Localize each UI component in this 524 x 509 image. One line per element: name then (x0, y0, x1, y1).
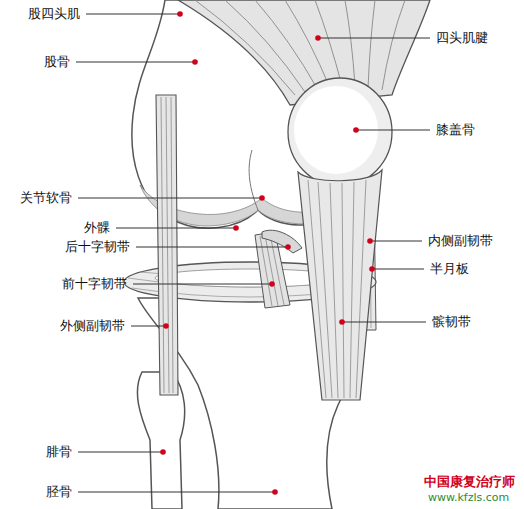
patellar-ligament (298, 170, 382, 400)
leader-dot (315, 35, 321, 41)
part-label: 关节软骨 (20, 190, 72, 206)
leader-line (356, 130, 430, 131)
ligament-fibers (161, 97, 173, 393)
leader-dot (163, 323, 169, 329)
leader-dot (269, 281, 275, 287)
quadriceps-muscle (178, 0, 430, 105)
watermark-text: 中国康复治疗师 (424, 474, 515, 490)
muscle-fibers (195, 0, 405, 95)
leader-dot (233, 225, 239, 231)
part-label: 外髁 (84, 220, 110, 236)
leader-dot (160, 449, 166, 455)
part-label: 髌韧带 (432, 314, 471, 330)
leader-dot (339, 319, 345, 325)
leader-line (86, 14, 180, 15)
leader-dot (272, 489, 278, 495)
leader-line (370, 241, 422, 242)
leader-dot (353, 127, 359, 133)
leader-dot (369, 266, 375, 272)
part-label: 四头肌腱 (436, 30, 488, 46)
leader-dot (192, 59, 198, 65)
condyle-notch (249, 150, 258, 210)
leader-line (318, 38, 430, 39)
part-label: 外侧副韧带 (60, 318, 125, 334)
leader-dot (259, 195, 265, 201)
part-label: 半月板 (430, 261, 469, 277)
leader-line (133, 284, 272, 285)
leader-line (78, 198, 262, 199)
part-label: 前十字韧带 (62, 276, 127, 292)
leader-line (136, 247, 288, 248)
leader-line (131, 326, 166, 327)
leader-dot (177, 11, 183, 17)
part-label: 内侧副韧带 (428, 233, 493, 249)
ligament-fibers (308, 180, 366, 398)
part-label: 股骨 (44, 54, 70, 70)
part-label: 胫骨 (46, 484, 72, 500)
patella-bone (288, 78, 392, 186)
posterior-cruciate-ligament (262, 230, 302, 253)
leader-dot (285, 244, 291, 250)
leader-line (342, 322, 426, 323)
part-label: 膝盖骨 (436, 122, 475, 138)
leader-line (76, 62, 195, 63)
leader-dot (367, 238, 373, 244)
watermark-url: www.kfzls.com (428, 490, 509, 506)
part-label: 后十字韧带 (65, 239, 130, 255)
leader-dots (160, 11, 375, 495)
leader-line (78, 492, 275, 493)
part-label: 股四头肌 (28, 6, 80, 22)
leader-line (116, 228, 236, 229)
part-label: 腓骨 (46, 444, 72, 460)
leader-line (78, 452, 163, 453)
lateral-collateral-ligament (156, 95, 178, 395)
leader-line (372, 269, 424, 270)
